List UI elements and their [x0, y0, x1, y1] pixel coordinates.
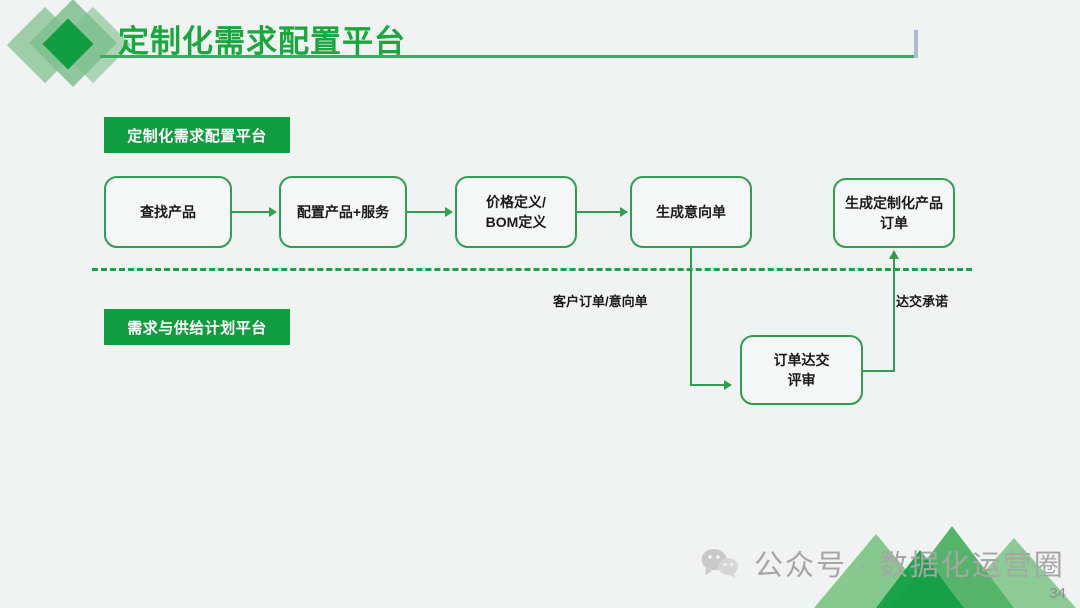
wechat-icon [700, 547, 740, 579]
arrowhead-box3-to-box4 [620, 207, 628, 217]
edge-label-delivery-promise: 达交承诺 [896, 294, 949, 309]
flow-node-generate-custom-product-order[interactable]: 生成定制化产品 订单 [833, 178, 955, 248]
arrowhead-box2-to-box3 [445, 207, 453, 217]
footer-watermark-text: 公众号 · 数据化运营圈 [754, 550, 1065, 582]
arrowhead-box4-to-box6 [724, 380, 732, 390]
arrowhead-box6-to-box5 [889, 250, 899, 259]
connector-box3-to-box4 [577, 211, 622, 213]
header-rule-endcap [914, 30, 918, 58]
edge-label-customer-order: 客户订单/意向单 [553, 294, 648, 309]
flow-node-configure-product-service[interactable]: 配置产品+服务 [279, 176, 407, 248]
flow-node-find-product[interactable]: 查找产品 [104, 176, 232, 248]
arrowhead-box1-to-box2 [269, 207, 277, 217]
header-divider-rule [100, 55, 918, 58]
page-number: 34 [1049, 585, 1066, 602]
footer-watermark: 公众号 · 数据化运营圈 [700, 542, 1065, 584]
connector-box4-down [690, 248, 692, 386]
footer-triangle-front [876, 550, 964, 608]
flow-node-order-delivery-review[interactable]: 订单达交 评审 [740, 335, 863, 405]
flow-node-price-bom-definition[interactable]: 价格定义/ BOM定义 [455, 176, 577, 248]
page-title: 定制化需求配置平台 [118, 24, 406, 59]
flow-node-generate-intent-order[interactable]: 生成意向单 [630, 176, 752, 248]
section-label-supply-plan-platform: 需求与供给计划平台 [104, 309, 290, 345]
connector-box1-to-box2 [232, 211, 271, 213]
section-dashed-divider [92, 268, 972, 271]
connector-box6-right [863, 370, 894, 372]
connector-box2-to-box3 [407, 211, 447, 213]
footer-triangle-decoration [780, 518, 1080, 608]
diamond-logo [6, 0, 132, 88]
connector-box4-to-box6 [690, 384, 726, 386]
connector-box6-to-box5 [893, 258, 895, 372]
section-label-customization-platform: 定制化需求配置平台 [104, 117, 290, 153]
